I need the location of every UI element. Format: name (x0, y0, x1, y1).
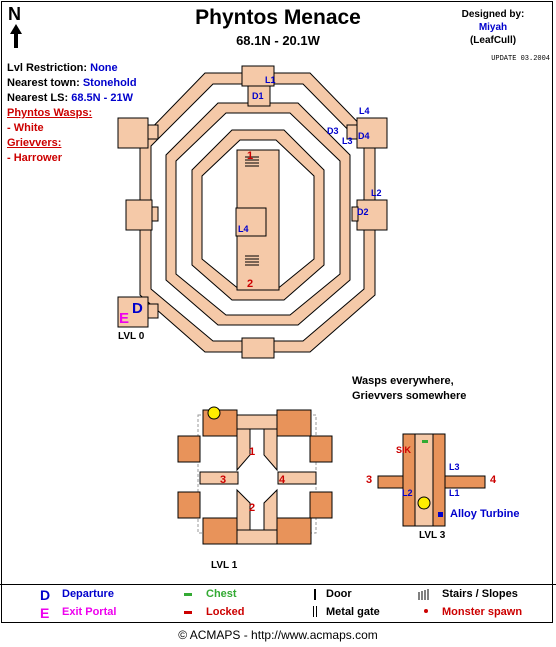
ls-row: Nearest LS: 68.5N - 21W (7, 91, 137, 106)
label-L1: L1 (265, 75, 276, 85)
lvl-value: None (90, 62, 118, 74)
legend-exit: Exit Portal (62, 606, 117, 618)
room-bottom (241, 337, 275, 359)
label-sik: SIK (396, 445, 412, 455)
room-right-mid (356, 199, 388, 231)
ls-value: 68.5N - 21W (71, 92, 133, 104)
metal-gate-icon (313, 606, 317, 617)
label-lvl1-2: 2 (249, 502, 256, 514)
outer-ring (139, 72, 376, 353)
label-D1: D1 (252, 91, 264, 101)
update-stamp: UPDATE 03.2004 (491, 55, 550, 63)
grievvers-item: - Harrower (7, 152, 63, 164)
lvl0-stairs (245, 156, 259, 266)
label-D2: D2 (357, 207, 369, 217)
middle-ring (165, 102, 351, 326)
footer-copyright: © ACMAPS - http://www.acmaps.com (178, 628, 378, 642)
label-lvl0-1: 1 (247, 150, 254, 162)
label-L4-top: L4 (359, 106, 370, 116)
label-L2: L2 (371, 188, 382, 198)
label-D4: D4 (358, 131, 370, 141)
spawn-note-line2: Grievvers somewhere (352, 390, 467, 402)
label-lvl3-L1: L1 (449, 488, 460, 498)
legend-chest: Chest (206, 588, 237, 600)
town-value: Stonehold (82, 77, 137, 89)
label-lvl1-1: 1 (249, 446, 256, 458)
legend-departure: Departure (62, 588, 114, 600)
wasps-label: Phyntos Wasps: (7, 107, 93, 119)
town-label: Nearest town: (7, 77, 80, 89)
lvl1-label: LVL 1 (211, 560, 238, 571)
spawn-note-line1: Wasps everywhere, (352, 375, 454, 387)
lvl-row: Lvl Restriction: None (7, 61, 137, 76)
north-indicator: N (8, 4, 22, 48)
legend-door: Door (326, 588, 352, 600)
stairs-icon (418, 589, 429, 600)
credit-heading: Designed by: (461, 9, 525, 20)
center-room (235, 207, 267, 237)
lvl3-alloy-marker (438, 512, 443, 517)
map-coordinates: 68.1N - 20.1W (236, 33, 320, 48)
lvl3-chest (422, 440, 428, 443)
legend-stairs: Stairs / Slopes (442, 588, 518, 600)
credit-box: Designed by: Miyah (LeafCull) (438, 8, 548, 47)
locked-icon (184, 611, 192, 614)
lvl-label: Lvl Restriction: (7, 62, 88, 74)
label-lvl3-3: 3 (366, 474, 373, 486)
map-title: Phyntos Menace (195, 6, 361, 29)
lvl0-label: LVL 0 (118, 331, 145, 342)
lvl1-portal (207, 406, 221, 420)
info-panel: Lvl Restriction: None Nearest town: Ston… (7, 61, 137, 166)
legend: D Departure E Exit Portal Chest Locked D… (0, 584, 556, 625)
ls-label: Nearest LS: (7, 92, 69, 104)
north-arrow-icon (10, 24, 22, 48)
lvl0-map (117, 65, 388, 359)
room-d1 (247, 85, 271, 107)
room-left-top (117, 117, 149, 149)
monster-spawn-icon (424, 609, 428, 613)
grievvers-label: Grievvers: (7, 137, 62, 149)
dungeon-map (117, 65, 486, 545)
legend-departure-symbol: D (40, 587, 51, 603)
map-frame (1, 1, 553, 623)
label-lvl3-4: 4 (490, 474, 497, 486)
label-lvl1-3: 3 (220, 474, 227, 486)
legend-locked: Locked (206, 606, 245, 618)
label-lvl3-L2: L2 (402, 488, 413, 498)
legend-gate: Metal gate (326, 606, 380, 618)
label-alloy-turbine: Alloy Turbine (450, 508, 520, 520)
departure-marker: D (132, 300, 143, 317)
credit-handle: (LeafCull) (469, 35, 517, 46)
label-lvl0-2: 2 (247, 278, 254, 290)
spawn-note: Wasps everywhere, Grievvers somewhere (352, 374, 466, 404)
lvl3-portal (417, 496, 431, 510)
lvl1-map (177, 406, 333, 545)
wasps-item: - White (7, 122, 44, 134)
label-L4-center: L4 (238, 224, 249, 234)
legend-exit-symbol: E (40, 605, 50, 621)
room-left-mid (125, 199, 153, 231)
credit-author: Miyah (478, 22, 508, 33)
label-lvl1-4: 4 (279, 474, 286, 486)
north-letter: N (8, 4, 21, 24)
legend-spawn: Monster spawn (442, 606, 523, 618)
exit-portal-marker: E (119, 310, 130, 327)
label-D3: D3 (327, 126, 339, 136)
chest-icon (184, 593, 192, 596)
lvl3-map (377, 433, 486, 527)
room-right-top (356, 117, 388, 149)
label-lvl3-L3: L3 (449, 462, 460, 472)
town-row: Nearest town: Stonehold (7, 76, 137, 91)
door-icon (314, 589, 316, 600)
label-L3: L3 (342, 136, 353, 146)
lvl3-label: LVL 3 (419, 530, 446, 541)
